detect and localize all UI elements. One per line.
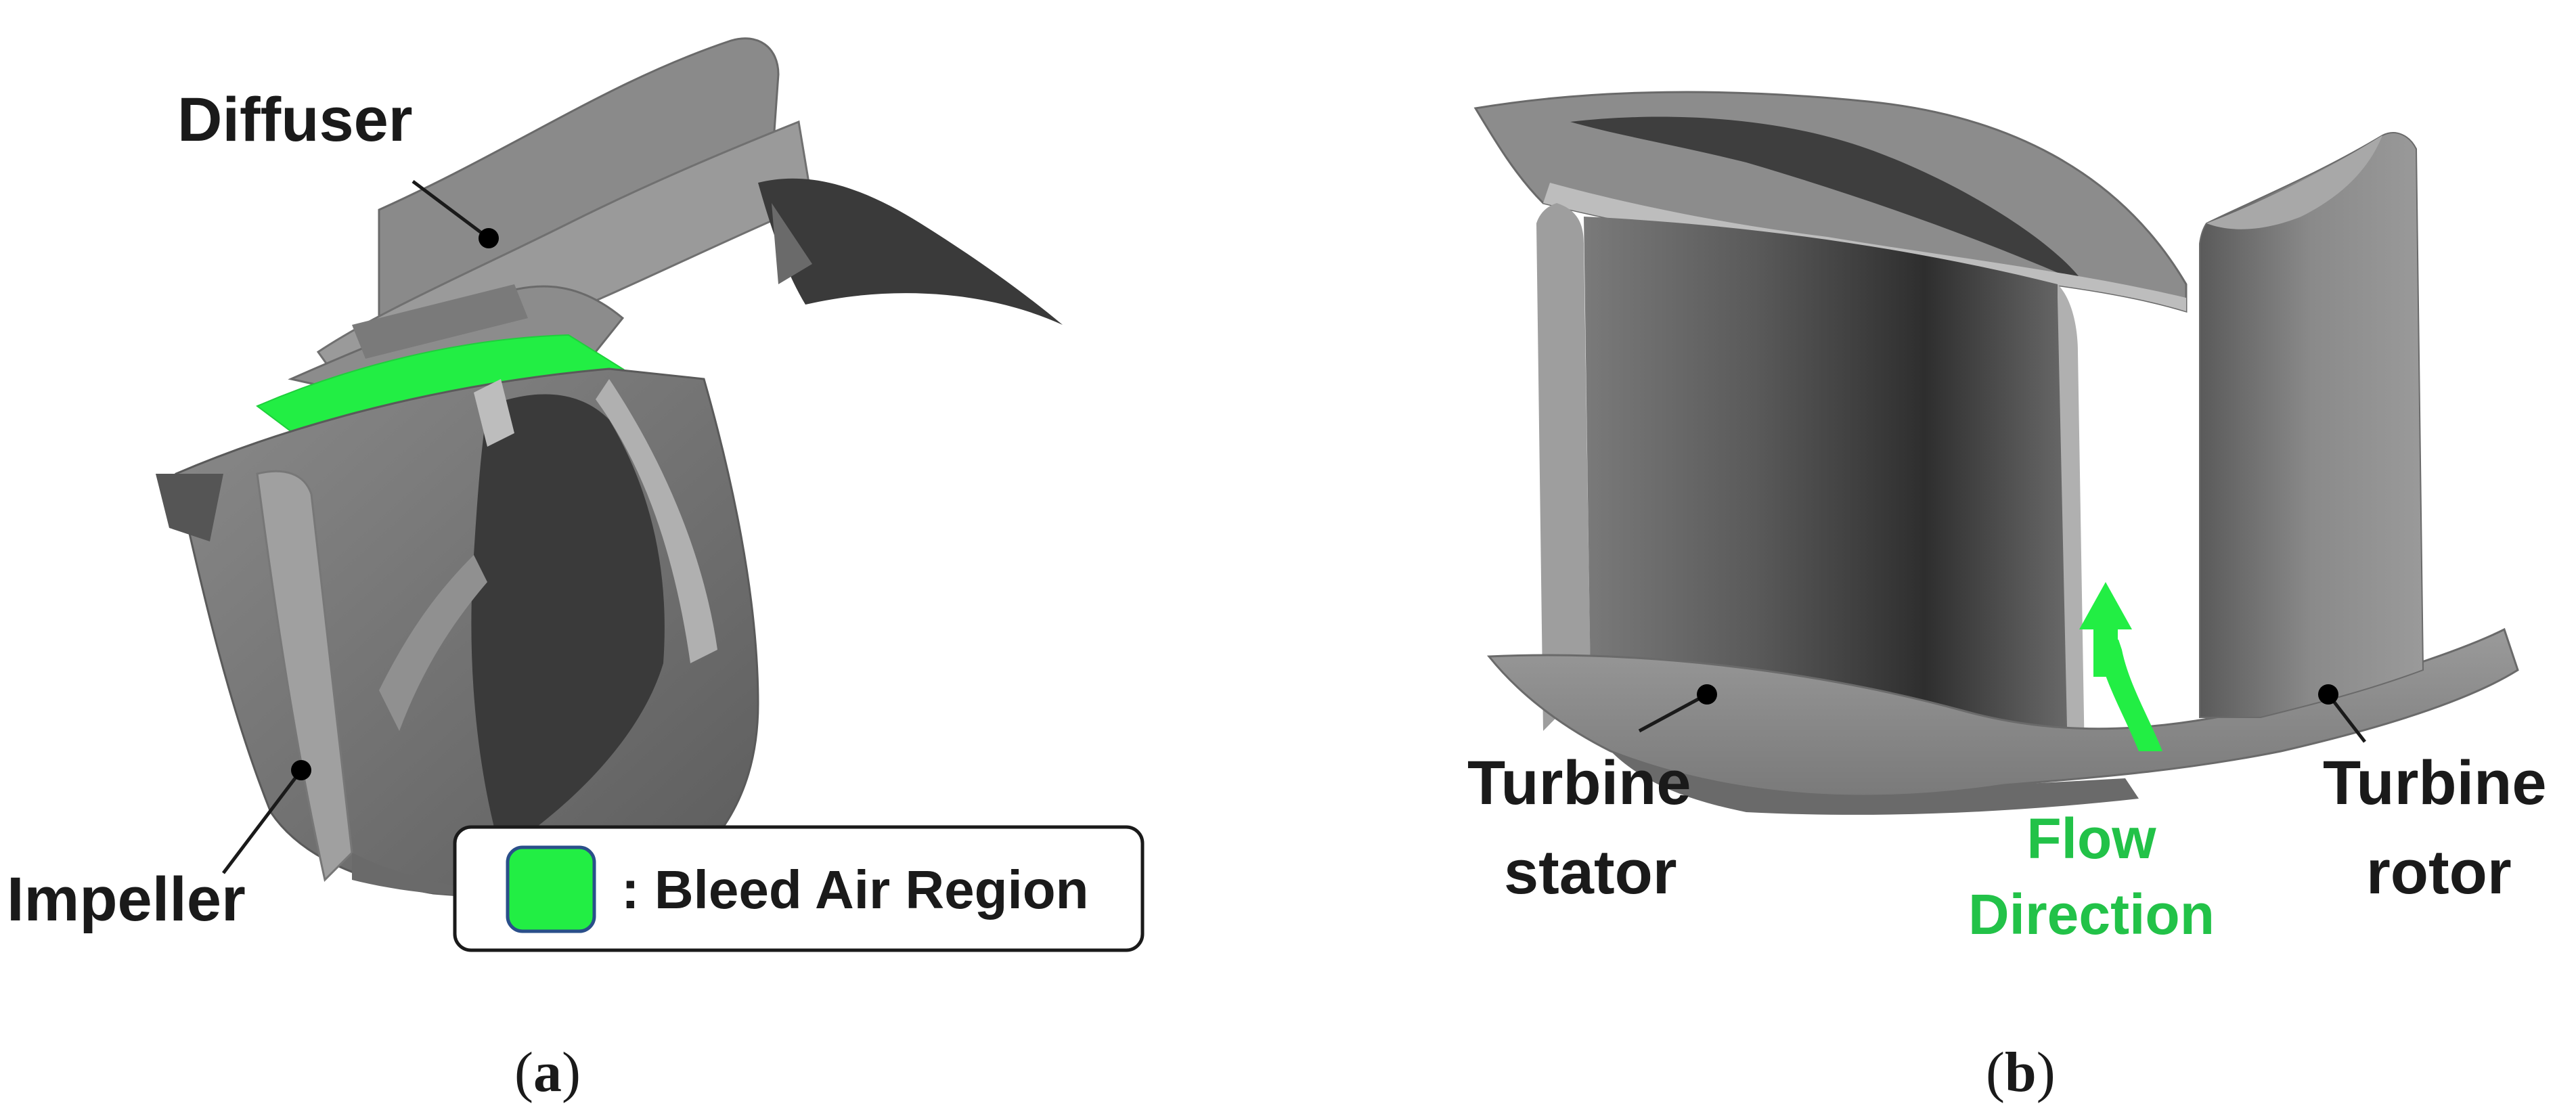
label-impeller: Impeller bbox=[7, 865, 246, 934]
label-flow-line2: Direction bbox=[1968, 883, 2215, 946]
diffuser-step bbox=[352, 284, 528, 359]
stator-blade bbox=[1536, 203, 1591, 731]
impeller-dark-passage bbox=[471, 394, 665, 853]
stator-blade-edge bbox=[2058, 284, 2085, 758]
leader-impeller bbox=[222, 769, 303, 874]
marker-impeller bbox=[291, 760, 311, 780]
rotor-blade bbox=[2199, 132, 2424, 718]
marker-rotor bbox=[2318, 684, 2338, 705]
impeller-base bbox=[352, 853, 541, 896]
rotor-blade-tip bbox=[2206, 135, 2382, 229]
label-rotor-line2: rotor bbox=[2366, 838, 2512, 907]
legend-box bbox=[453, 825, 1145, 952]
label-flow-line1: Flow bbox=[2026, 807, 2156, 870]
label-stator-line1: Turbine bbox=[1467, 749, 1691, 818]
impeller-blade-left bbox=[156, 474, 223, 541]
impeller-splitter bbox=[474, 379, 514, 447]
label-diffuser: Diffuser bbox=[177, 85, 413, 154]
leader-diffuser bbox=[412, 180, 490, 240]
panel-b: Turbine stator Turbine rotor Flow Direct… bbox=[1467, 91, 2547, 1104]
panel-a: Diffuser Impeller : Bleed Air Region (a) bbox=[7, 37, 1145, 1104]
caption-a: (a) bbox=[514, 1041, 581, 1104]
flow-direction-arrow bbox=[2079, 582, 2162, 751]
stator-blade-face bbox=[1584, 217, 2071, 758]
marker-diffuser bbox=[479, 228, 499, 248]
legend-label: : Bleed Air Region bbox=[621, 860, 1088, 920]
impeller-blade-center bbox=[379, 555, 487, 731]
impeller-blade-main bbox=[256, 470, 353, 882]
hub-platform bbox=[1486, 627, 2519, 797]
hub-platform-front bbox=[1611, 751, 2139, 815]
label-stator-line2: stator bbox=[1504, 838, 1677, 907]
stator-shroud-slot bbox=[1570, 116, 2085, 284]
caption-b: (b) bbox=[1986, 1041, 2056, 1104]
leader-stator bbox=[1638, 692, 1708, 733]
diffuser-vane-inner bbox=[772, 203, 812, 284]
impeller-blade-right bbox=[596, 379, 717, 663]
legend-swatch bbox=[506, 845, 596, 933]
marker-stator bbox=[1697, 684, 1717, 705]
label-rotor-line1: Turbine bbox=[2323, 749, 2547, 818]
legend: : Bleed Air Region bbox=[453, 825, 1145, 952]
diffuser-vane-dark bbox=[758, 178, 1063, 325]
